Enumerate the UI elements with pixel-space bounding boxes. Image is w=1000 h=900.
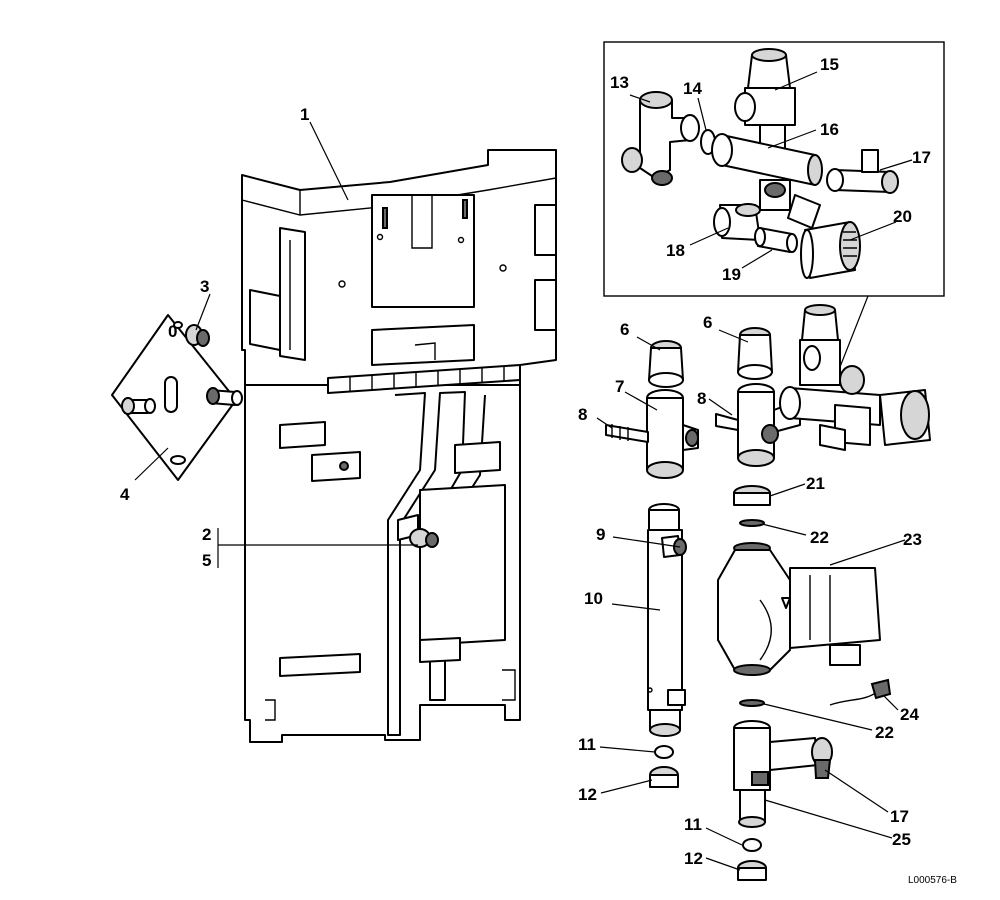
adapter-18 bbox=[713, 203, 761, 241]
manifold-16 bbox=[711, 133, 823, 229]
callout-17-bottom: 17 bbox=[890, 807, 909, 826]
filter-cap-20 bbox=[800, 221, 861, 279]
nut-12-left bbox=[649, 766, 679, 788]
flow-pipe bbox=[647, 503, 687, 737]
callout-11-left: 11 bbox=[578, 735, 596, 754]
olive-11-left bbox=[654, 745, 674, 759]
relief-valve-15 bbox=[734, 48, 796, 151]
callout-14: 14 bbox=[683, 79, 702, 98]
callout-4: 4 bbox=[120, 485, 130, 504]
valve-25 bbox=[733, 720, 833, 828]
callout-6-right: 6 bbox=[703, 313, 712, 332]
plate-marking: 0 bbox=[168, 322, 177, 341]
seal-22-bottom bbox=[739, 699, 765, 707]
pump-23 bbox=[717, 542, 881, 676]
callout-22-bottom: 22 bbox=[875, 723, 894, 742]
detail-inset bbox=[603, 41, 945, 297]
callout-9: 9 bbox=[596, 525, 605, 544]
callout-2: 2 bbox=[202, 525, 211, 544]
callout-23: 23 bbox=[903, 530, 922, 549]
reference-code: L000576-B bbox=[908, 875, 957, 886]
callout-12-left: 12 bbox=[578, 785, 597, 804]
nut-21 bbox=[733, 485, 771, 506]
nipple-19 bbox=[754, 227, 798, 253]
callout-19: 19 bbox=[722, 265, 741, 284]
right-fitting-column bbox=[715, 304, 931, 467]
leader-lines bbox=[134, 71, 913, 871]
callout-1: 1 bbox=[300, 105, 309, 124]
callout-24: 24 bbox=[900, 705, 919, 724]
callout-12-right: 12 bbox=[684, 849, 703, 868]
callout-7: 7 bbox=[615, 377, 624, 396]
plate-screw bbox=[397, 514, 439, 548]
callout-10: 10 bbox=[584, 589, 603, 608]
callout-3: 3 bbox=[200, 277, 209, 296]
nut-12-right bbox=[737, 860, 767, 881]
left-fitting-column bbox=[605, 340, 699, 479]
callout-13: 13 bbox=[610, 73, 629, 92]
mounting-frame bbox=[241, 149, 557, 743]
callout-16: 16 bbox=[820, 120, 839, 139]
callout-11-right: 11 bbox=[684, 815, 702, 834]
callout-21: 21 bbox=[806, 474, 825, 493]
callout-22-top: 22 bbox=[810, 528, 829, 547]
olive-11-right bbox=[742, 838, 762, 852]
callout-8-left: 8 bbox=[578, 405, 587, 424]
cable-24 bbox=[829, 678, 892, 706]
callout-labels: 1 3 4 2 5 0 6 6 7 8 8 9 10 11 12 13 14 1… bbox=[120, 55, 931, 868]
callout-8-right: 8 bbox=[697, 389, 706, 408]
callout-17-top: 17 bbox=[912, 148, 931, 167]
callout-5: 5 bbox=[202, 551, 211, 570]
callout-20: 20 bbox=[893, 207, 912, 226]
tee-fitting-13 bbox=[621, 91, 700, 186]
seal-22-top bbox=[739, 519, 765, 527]
wall-bracket-plate bbox=[111, 314, 243, 481]
callout-6-left: 6 bbox=[620, 320, 629, 339]
callout-18: 18 bbox=[666, 241, 685, 260]
lever-valve-17 bbox=[826, 149, 899, 194]
callout-15: 15 bbox=[820, 55, 839, 74]
callout-25: 25 bbox=[892, 830, 911, 849]
